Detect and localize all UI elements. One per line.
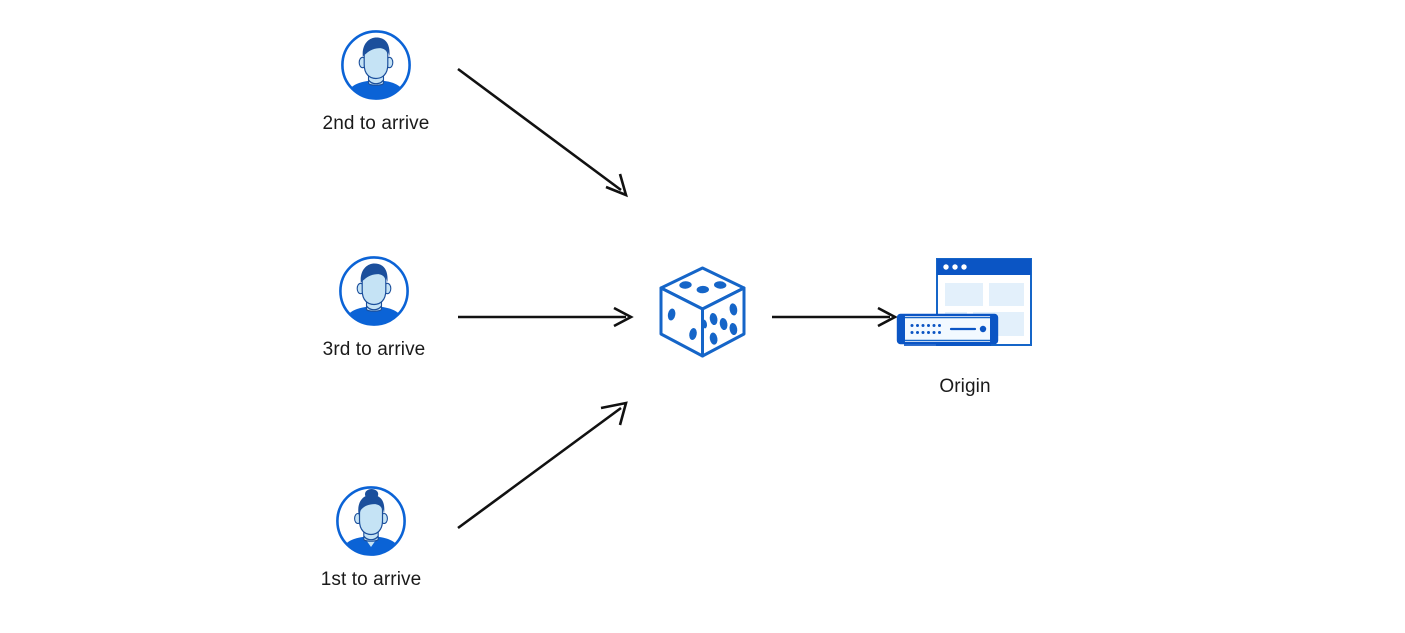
arrow-1st-to-dice <box>457 401 628 530</box>
arrow-3rd-to-dice <box>458 306 634 328</box>
arrow-2nd-to-dice <box>457 67 628 198</box>
node-label-origin: Origin <box>939 376 991 397</box>
server-device <box>896 313 999 346</box>
origin-server-browser-icon <box>895 255 1035 363</box>
node-label-user-2nd: 2nd to arrive <box>322 113 430 134</box>
node-user-3rd[interactable]: 3rd to arrive <box>309 254 439 362</box>
node-user-2nd[interactable]: 2nd to arrive <box>311 28 441 136</box>
node-randomizer-dice[interactable] <box>655 262 750 362</box>
user-avatar-male-icon <box>337 254 411 328</box>
arrow-dice-to-origin <box>772 306 898 328</box>
node-user-1st[interactable]: 1st to arrive <box>306 484 436 592</box>
node-label-user-1st: 1st to arrive <box>320 569 422 590</box>
user-avatar-male-icon <box>339 28 413 102</box>
dice-icon <box>655 262 750 362</box>
user-avatar-female-icon <box>334 484 408 558</box>
node-origin[interactable]: Origin <box>895 255 1035 399</box>
node-label-user-3rd: 3rd to arrive <box>322 339 426 360</box>
